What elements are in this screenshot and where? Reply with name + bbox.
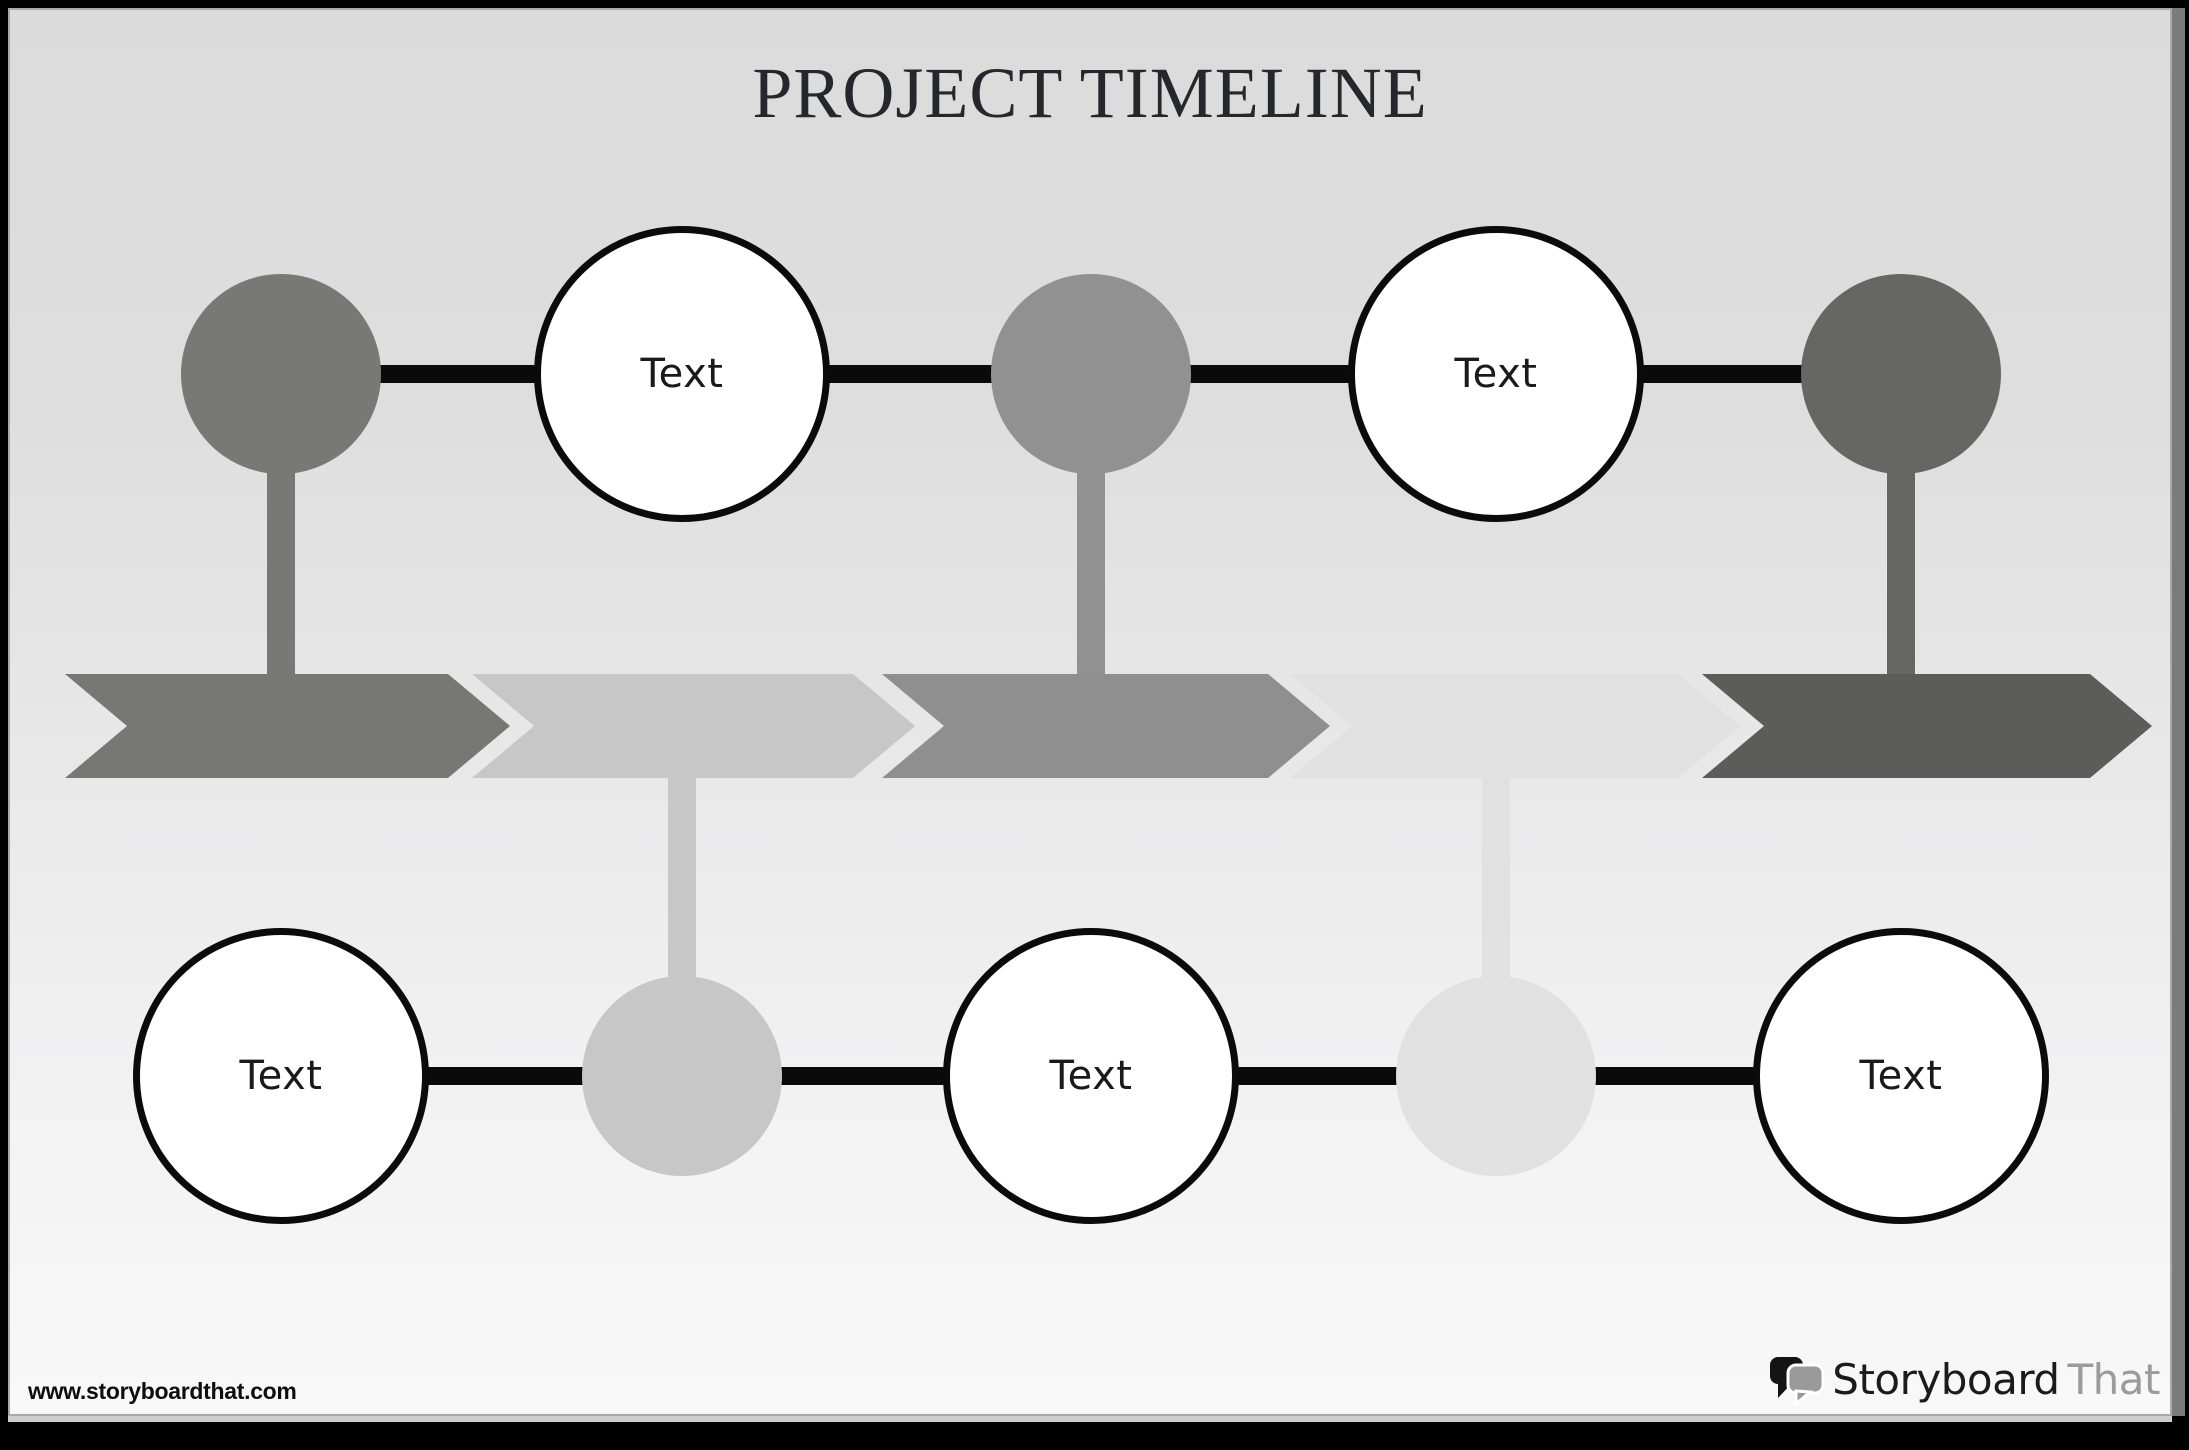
milestone-dot xyxy=(1801,274,2001,474)
milestone-text-circle: Text xyxy=(943,928,1239,1224)
stem-connector xyxy=(267,450,295,700)
milestone-dot xyxy=(1396,976,1596,1176)
milestone-text-circle: Text xyxy=(1348,226,1644,522)
milestone-label: Text xyxy=(239,1053,323,1099)
poster-page: PROJECT TIMELINE Text Text Text Text Tex… xyxy=(8,8,2172,1416)
stem-connector xyxy=(1482,755,1510,1000)
page-title: PROJECT TIMELINE xyxy=(752,53,1428,133)
chevron-band xyxy=(10,674,2170,778)
milestone-text-circle: Text xyxy=(1753,928,2049,1224)
logo-text-that: That xyxy=(2067,1354,2161,1404)
milestone-dot xyxy=(582,976,782,1176)
chevron-segment xyxy=(882,674,1330,778)
stem-connector xyxy=(1887,450,1915,700)
milestone-text-circle: Text xyxy=(133,928,429,1224)
storyboardthat-logo: Storyboard That xyxy=(1768,1348,2161,1410)
chevron-segment xyxy=(65,674,510,778)
milestone-label: Text xyxy=(1454,351,1538,397)
milestone-label: Text xyxy=(1859,1053,1943,1099)
chevron-segment xyxy=(1290,674,1740,778)
stem-connector xyxy=(668,755,696,1000)
stem-connector xyxy=(1077,450,1105,700)
website-url: www.storyboardthat.com xyxy=(28,1378,297,1404)
milestone-dot xyxy=(991,274,1191,474)
chevron-segment xyxy=(1702,674,2152,778)
logo-text-storyboard: Storyboard xyxy=(1832,1354,2060,1404)
milestone-label: Text xyxy=(640,351,724,397)
chevron-segment xyxy=(472,674,915,778)
speech-bubbles-icon xyxy=(1768,1351,1825,1407)
milestone-label: Text xyxy=(1049,1053,1133,1099)
milestone-text-circle: Text xyxy=(534,226,830,522)
milestone-dot xyxy=(181,274,381,474)
